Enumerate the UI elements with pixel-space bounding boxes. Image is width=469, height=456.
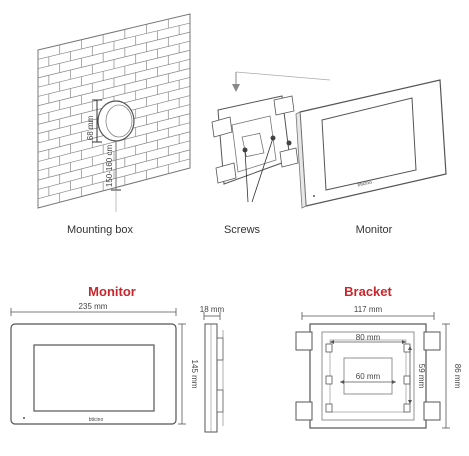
- bracket-front-view: 117 mm 80 mm 60 mm 59 mm 86 mm: [295, 305, 462, 429]
- bracket-inner-mid-dimension: 60 mm: [356, 372, 381, 381]
- bracket-height-dimension: 86 mm: [453, 364, 462, 389]
- box-depth-dimension: 68 mm: [86, 115, 95, 140]
- monitor-side-view: 18 mm: [200, 305, 225, 433]
- monitor-illustration: bticino: [295, 79, 447, 209]
- monitor-front-view: 235 mm bticino 145 mm: [10, 302, 199, 425]
- bracket-tab-bottom-left: [295, 401, 313, 421]
- bracket-inner-vertical-dimension: 59 mm: [417, 364, 426, 389]
- screw-icon: [286, 140, 292, 146]
- bracket-inner-top-dimension: 80 mm: [356, 333, 381, 342]
- bracket-illustration: [211, 95, 299, 203]
- monitor-brand-logo: bticino: [357, 180, 373, 189]
- box-height-dimension: 150-160 cm: [105, 145, 114, 188]
- mount-arrow: [232, 71, 331, 92]
- bracket-heading: Bracket: [344, 284, 392, 299]
- monitor-width-dimension: 235 mm: [79, 302, 108, 311]
- monitor-front-brand: bticino: [89, 417, 104, 423]
- monitor-heading: Monitor: [88, 284, 136, 299]
- bracket-tab-top-left: [295, 331, 313, 351]
- monitor-depth-dimension: 18 mm: [200, 305, 225, 314]
- monitor-label: Monitor: [356, 224, 393, 236]
- bracket-tab-bottom-right: [423, 401, 441, 421]
- bracket-tab-top-right: [423, 331, 441, 351]
- monitor-screen: [33, 344, 155, 412]
- screws-label: Screws: [224, 224, 261, 236]
- bracket-width-dimension: 117 mm: [354, 305, 383, 314]
- monitor-height-dimension: 145 mm: [190, 360, 199, 389]
- mounting-box-illustration: 68 mm 150-160 cm: [86, 99, 135, 212]
- mounting-box-label: Mounting box: [67, 224, 134, 236]
